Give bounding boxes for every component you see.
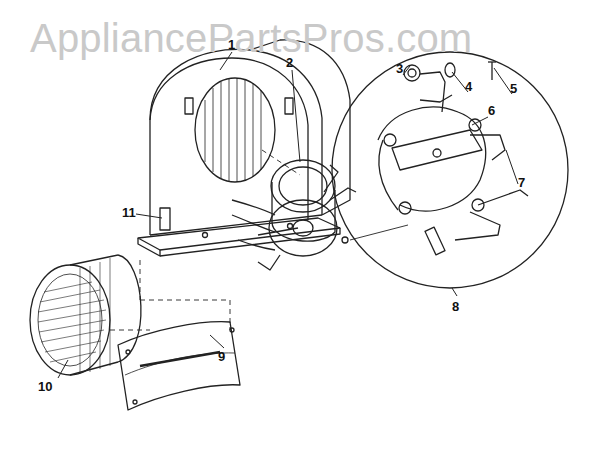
callout-number: 1 — [228, 38, 235, 51]
blower-motor — [232, 160, 356, 270]
callout-number: 11 — [122, 206, 136, 219]
callout-number: 2 — [286, 56, 293, 69]
callout-number: 3 — [396, 62, 403, 75]
blower-housing — [138, 40, 350, 256]
callout-number: 6 — [488, 104, 495, 117]
mounting-plate — [118, 322, 240, 410]
callout-number: 10 — [38, 380, 52, 393]
callout-number: 9 — [218, 350, 225, 363]
callout-number: 7 — [518, 176, 525, 189]
callout-number: 8 — [452, 300, 459, 313]
detail-inset — [332, 52, 568, 288]
callout-number: 4 — [465, 80, 472, 93]
blower-wheel — [30, 255, 141, 375]
callout-number: 5 — [510, 82, 517, 95]
watermark: AppliancePartsPros.com — [30, 18, 472, 58]
